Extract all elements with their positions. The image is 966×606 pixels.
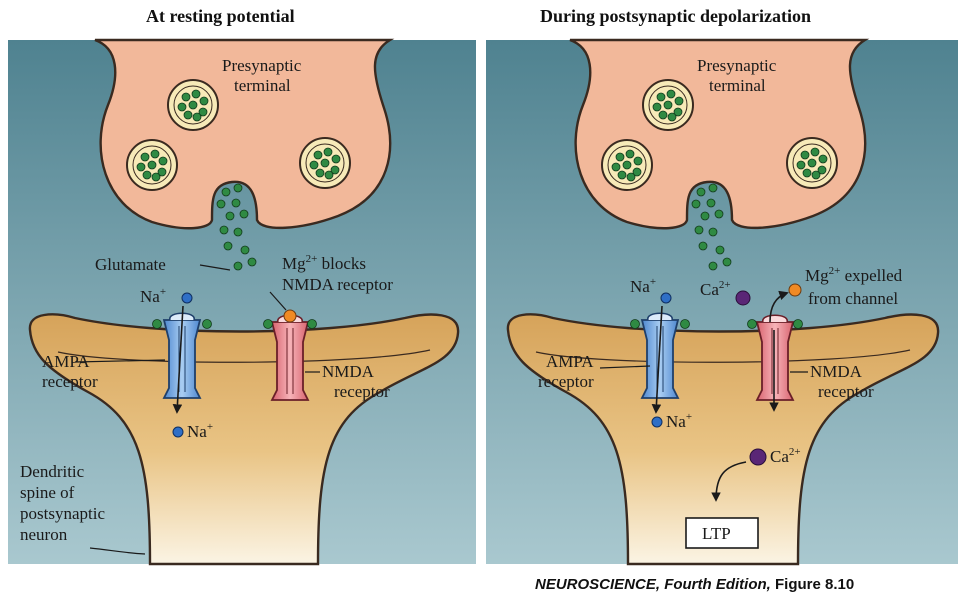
- ampa-receptor-label: receptor: [42, 372, 98, 391]
- ampa-receptor-channel: [641, 312, 679, 399]
- ltp-box: [685, 517, 759, 549]
- na-ion: [172, 426, 184, 438]
- credit-edition: Fourth Edition,: [660, 576, 771, 593]
- right-panel-title: During postsynaptic depolarization: [540, 6, 812, 26]
- mg-blocks-label: Mg2+ blocks: [282, 253, 366, 273]
- ltp-label: LTP: [702, 524, 731, 543]
- nmda-label: NMDA: [322, 362, 375, 381]
- synaptic-vesicle: [601, 139, 653, 191]
- figure-credit: NEUROSCIENCE, Fourth Edition, Figure 8.1…: [535, 576, 854, 593]
- na-ion: [181, 292, 193, 304]
- dendritic-label-4: neuron: [20, 525, 68, 544]
- credit-book: NEUROSCIENCE,: [535, 576, 661, 593]
- nmda-receptor-channel: [756, 314, 794, 401]
- na-label: Na+: [140, 286, 166, 306]
- mg-expelled-label: Mg2+ expelled: [805, 265, 903, 285]
- nmda-receptor-label: receptor: [818, 382, 874, 401]
- na-ion: [660, 292, 672, 304]
- presynaptic-terminal-label: Presynaptic: [697, 56, 777, 75]
- glutamate-release: [691, 183, 732, 271]
- mg-ion: [788, 283, 802, 297]
- ca-inside-label: Ca2+: [770, 446, 801, 466]
- from-channel-label: from channel: [808, 289, 898, 308]
- na-ion: [651, 416, 663, 428]
- synaptic-vesicle: [786, 137, 838, 189]
- nmda-receptor-block-label: NMDA receptor: [282, 275, 393, 294]
- glutamate-label: Glutamate: [95, 255, 166, 274]
- na-label: Na+: [630, 276, 656, 296]
- ampa-receptor-label: receptor: [538, 372, 594, 391]
- na-inside-label: Na+: [666, 411, 692, 431]
- dendritic-label-3: postsynaptic: [20, 504, 105, 523]
- ampa-label: AMPA: [42, 352, 90, 371]
- dendritic-label-2: spine of: [20, 483, 75, 502]
- synaptic-vesicle: [642, 79, 694, 131]
- nmda-receptor-label: receptor: [334, 382, 390, 401]
- ca-ion: [735, 290, 751, 306]
- mg-ion: [283, 309, 297, 323]
- glutamate-release: [216, 183, 257, 271]
- synaptic-vesicle: [126, 139, 178, 191]
- left-panel: [8, 38, 476, 566]
- dendritic-label-1: Dendritic: [20, 462, 85, 481]
- nmda-label: NMDA: [810, 362, 863, 381]
- na-inside-label: Na+: [187, 421, 213, 441]
- presynaptic-terminal-label-2: terminal: [709, 76, 766, 95]
- ampa-label: AMPA: [546, 352, 594, 371]
- ca-label: Ca2+: [700, 279, 731, 299]
- synaptic-vesicle: [167, 79, 219, 131]
- left-panel-title: At resting potential: [146, 6, 295, 26]
- nmda-receptor-channel: [271, 314, 309, 401]
- synaptic-vesicle: [299, 137, 351, 189]
- presynaptic-terminal-label-2: terminal: [234, 76, 291, 95]
- credit-figure: Figure 8.10: [770, 576, 855, 593]
- presynaptic-terminal-label: Presynaptic: [222, 56, 302, 75]
- ca-ion: [749, 448, 767, 466]
